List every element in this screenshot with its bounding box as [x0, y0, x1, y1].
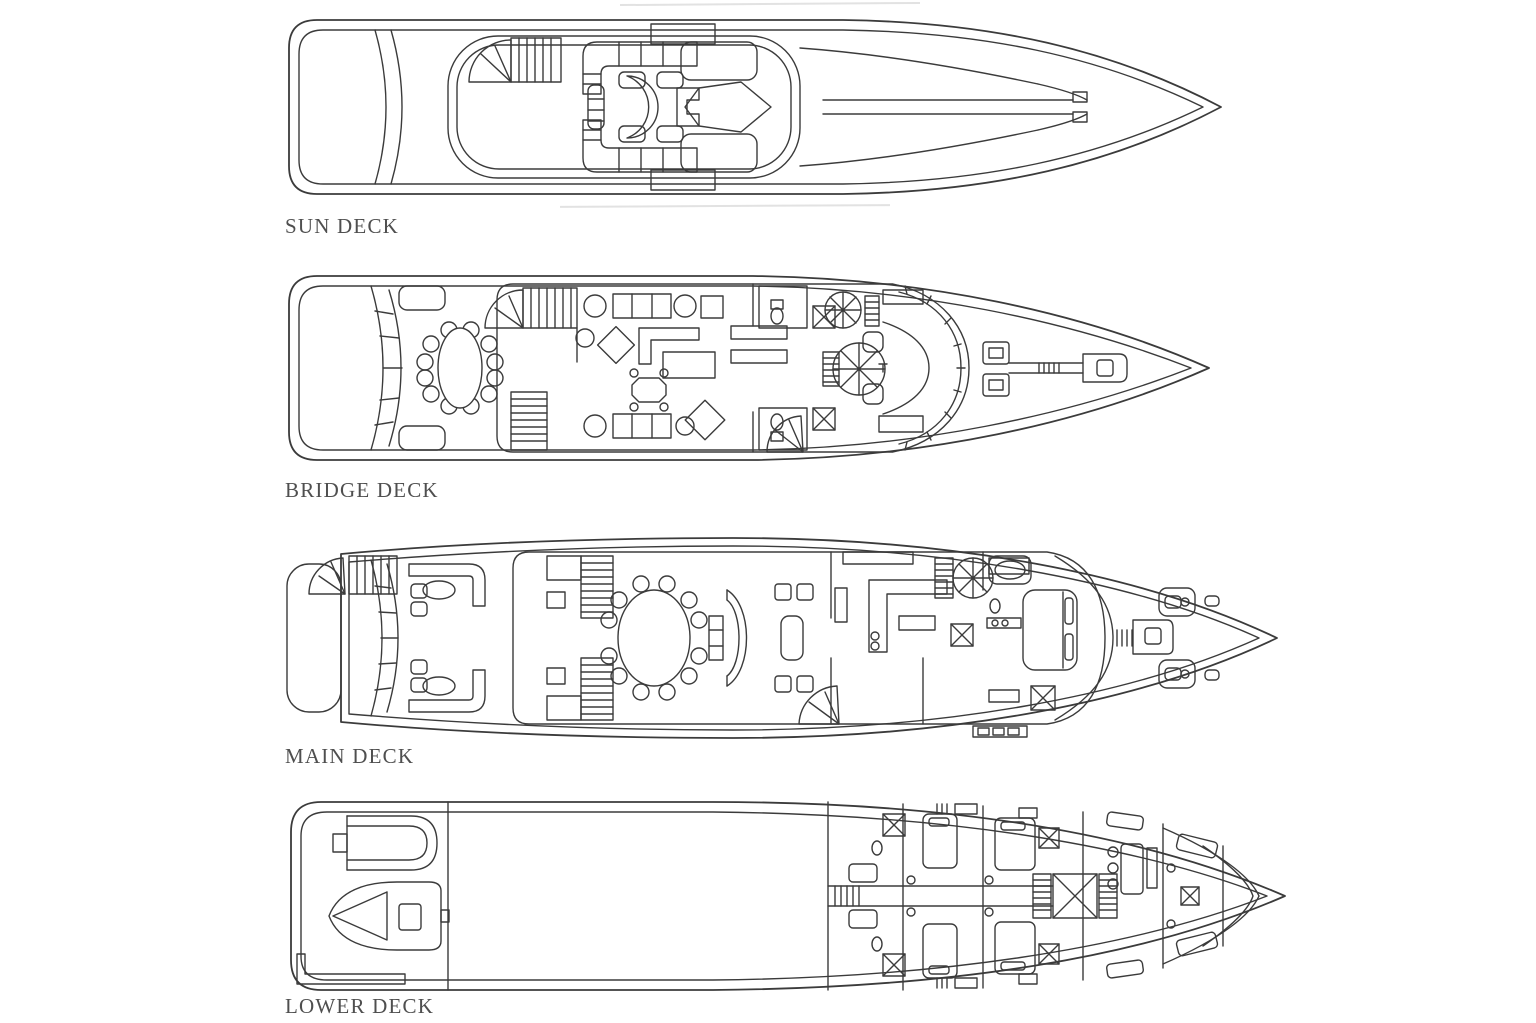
deck-lockers [972, 725, 1028, 738]
bridge-deck-plan [283, 266, 1233, 471]
stern-step-bottom [398, 425, 446, 451]
game-table [629, 368, 669, 412]
dining-table [600, 575, 708, 701]
crew-bunks [1106, 811, 1219, 979]
lower-deck-label: LOWER DECK [285, 994, 435, 1018]
coffee-table [662, 351, 716, 379]
skylight-hatch-bottom [650, 169, 716, 191]
lower-deck-drawing [290, 801, 1286, 991]
foredeck-walkway [799, 47, 1088, 167]
main-deck-label: MAIN DECK [285, 744, 415, 768]
deckhouse-boundary [447, 35, 801, 179]
foredeck-bulwark [1054, 555, 1114, 721]
transom-seating [370, 559, 399, 717]
tender [328, 881, 450, 951]
transom-seating [370, 285, 403, 451]
guest-cabin-beds [922, 813, 1036, 979]
stern-step-top [398, 285, 446, 311]
galley [868, 579, 974, 653]
main-deck-drawing [286, 537, 1278, 739]
deckhouse-boundary [496, 283, 970, 453]
spiral-staircase [952, 557, 994, 599]
wheelhouse [862, 285, 966, 451]
armchair-bottom [684, 399, 726, 441]
foredeck-crane [982, 341, 1128, 397]
aft-settee-bottom [408, 659, 486, 713]
main-deck-plan [283, 530, 1293, 745]
bridge-deck-drawing [288, 275, 1210, 461]
stairs-starboard [510, 391, 548, 451]
salon-bulkhead [830, 551, 914, 725]
foredeck-crane [1116, 619, 1174, 655]
master-bed [1022, 589, 1078, 671]
shower-boxes [882, 813, 1060, 977]
dinghy [332, 815, 438, 871]
skylight-hatch-top [650, 23, 716, 45]
lockers [936, 803, 1038, 989]
windlass-port [1158, 587, 1220, 617]
sun-pad-top [680, 41, 758, 81]
sky-lounge-seating-top [583, 293, 724, 319]
fan-stairs-bottom [766, 415, 804, 453]
day-head-bottom [752, 407, 836, 453]
drinks-shelf [587, 84, 605, 130]
aft-dining-table [416, 321, 504, 415]
aft-stairs-bottom [546, 657, 614, 721]
bow-frames [1162, 827, 1260, 965]
aft-stairs-top [546, 555, 614, 619]
radar-arch [374, 29, 403, 185]
bar-counter [626, 75, 659, 139]
armchair-top [575, 325, 636, 365]
fan-stairs-bottom [798, 685, 840, 725]
jacuzzi [684, 81, 772, 133]
cabinet-l [638, 327, 700, 365]
sun-deck-drawing [288, 19, 1222, 195]
wardrobe [988, 685, 1056, 711]
companionway-spiral-top [824, 291, 880, 329]
deckhouse-boundary [512, 551, 1106, 725]
aft-settee-top [408, 563, 486, 617]
sun-pad-bottom [680, 133, 758, 173]
hull-outline [288, 275, 1210, 461]
lower-deck-plan [283, 788, 1293, 1003]
mid-stairs [934, 557, 954, 599]
salon-chairs [774, 583, 814, 693]
hull-outline [340, 537, 1278, 739]
boarding-step [296, 953, 406, 985]
hull-outline [288, 19, 1222, 195]
bathroom-fixtures [871, 840, 994, 952]
pantry-counters [730, 325, 788, 364]
cabin-bulkheads [902, 803, 1224, 991]
main-stairs [1032, 873, 1118, 919]
corridor [827, 863, 1054, 929]
lounge-seating-top [582, 41, 698, 95]
spiral-staircase [822, 342, 886, 396]
master-bath [988, 555, 1032, 585]
scan-artifact-1 [619, 1, 921, 7]
crew-mess [1107, 843, 1158, 895]
lounge-seating-bottom [582, 119, 698, 173]
staircase [468, 37, 562, 83]
sun-deck-plan [283, 8, 1233, 218]
pantry [922, 551, 1030, 725]
bridge-deck-label: BRIDGE DECK [285, 478, 439, 502]
windlass-starboard [1158, 659, 1220, 689]
day-head-top [752, 283, 836, 329]
stairs-port [484, 287, 578, 363]
jacuzzi-seat [676, 87, 700, 127]
sky-lounge-seating-bottom [583, 413, 695, 439]
salon-settee [708, 589, 748, 687]
sun-deck-label: SUN DECK [285, 214, 400, 238]
